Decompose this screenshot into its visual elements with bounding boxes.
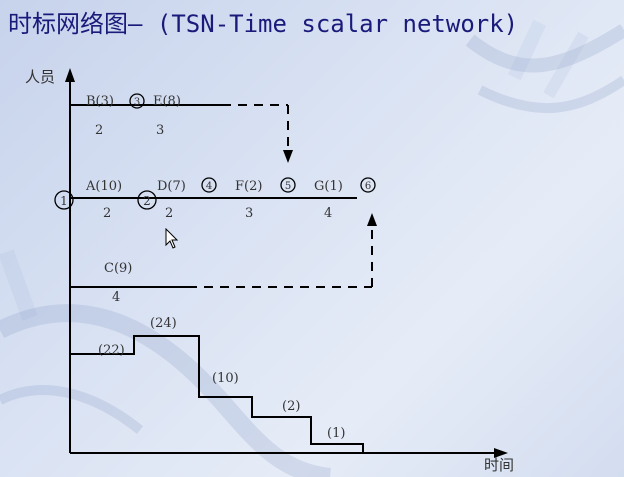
resource-level-5: (1) xyxy=(327,426,345,441)
dummy-arrow-to-node-5 xyxy=(283,150,293,163)
activity-f-label: F(2) xyxy=(235,179,262,194)
node-1 xyxy=(54,190,74,210)
node-6-label: 6 xyxy=(365,181,371,192)
node-1-label: 1 xyxy=(60,194,68,208)
activity-g-label: G(1) xyxy=(314,179,343,194)
node-2 xyxy=(137,190,157,210)
resource-level-3: (10) xyxy=(212,371,239,386)
x-axis-arrow xyxy=(494,448,508,458)
resource-level-1: (22) xyxy=(98,343,125,358)
activity-b-people: 2 xyxy=(95,123,103,138)
resource-level-4: (2) xyxy=(282,399,300,414)
activity-e-people: 3 xyxy=(156,123,164,138)
x-axis-label: 时间 xyxy=(484,456,514,474)
node-4 xyxy=(201,177,217,193)
activity-c-people: 4 xyxy=(112,290,120,305)
activity-d-people: 2 xyxy=(165,206,173,221)
resource-profile-steps xyxy=(70,335,364,453)
node-2-label: 2 xyxy=(143,194,151,208)
node-6 xyxy=(360,177,376,193)
activity-a-people: 2 xyxy=(103,206,111,221)
y-axis-label: 人员 xyxy=(25,68,55,86)
node-5 xyxy=(280,177,296,193)
y-axis-arrow xyxy=(65,68,75,82)
mouse-pointer-icon xyxy=(165,228,179,249)
node-4-label: 4 xyxy=(206,181,212,192)
resource-level-2: (24) xyxy=(150,316,177,331)
node-5-label: 5 xyxy=(285,181,291,192)
activity-c-label: C(9) xyxy=(104,261,132,276)
activity-g-people: 4 xyxy=(324,206,332,221)
node-3 xyxy=(129,93,145,109)
dummy-arrow-to-node-6 xyxy=(367,213,377,226)
activity-f-people: 3 xyxy=(245,206,253,221)
activity-d-label: D(7) xyxy=(157,179,186,194)
page-title: 时标网络图— (TSN-Time scalar network) xyxy=(8,10,519,38)
activity-e-label: E(8) xyxy=(153,94,181,109)
node-3-label: 3 xyxy=(134,97,140,108)
activity-a-label: A(10) xyxy=(85,179,122,194)
activity-b-label: B(3) xyxy=(86,94,114,109)
